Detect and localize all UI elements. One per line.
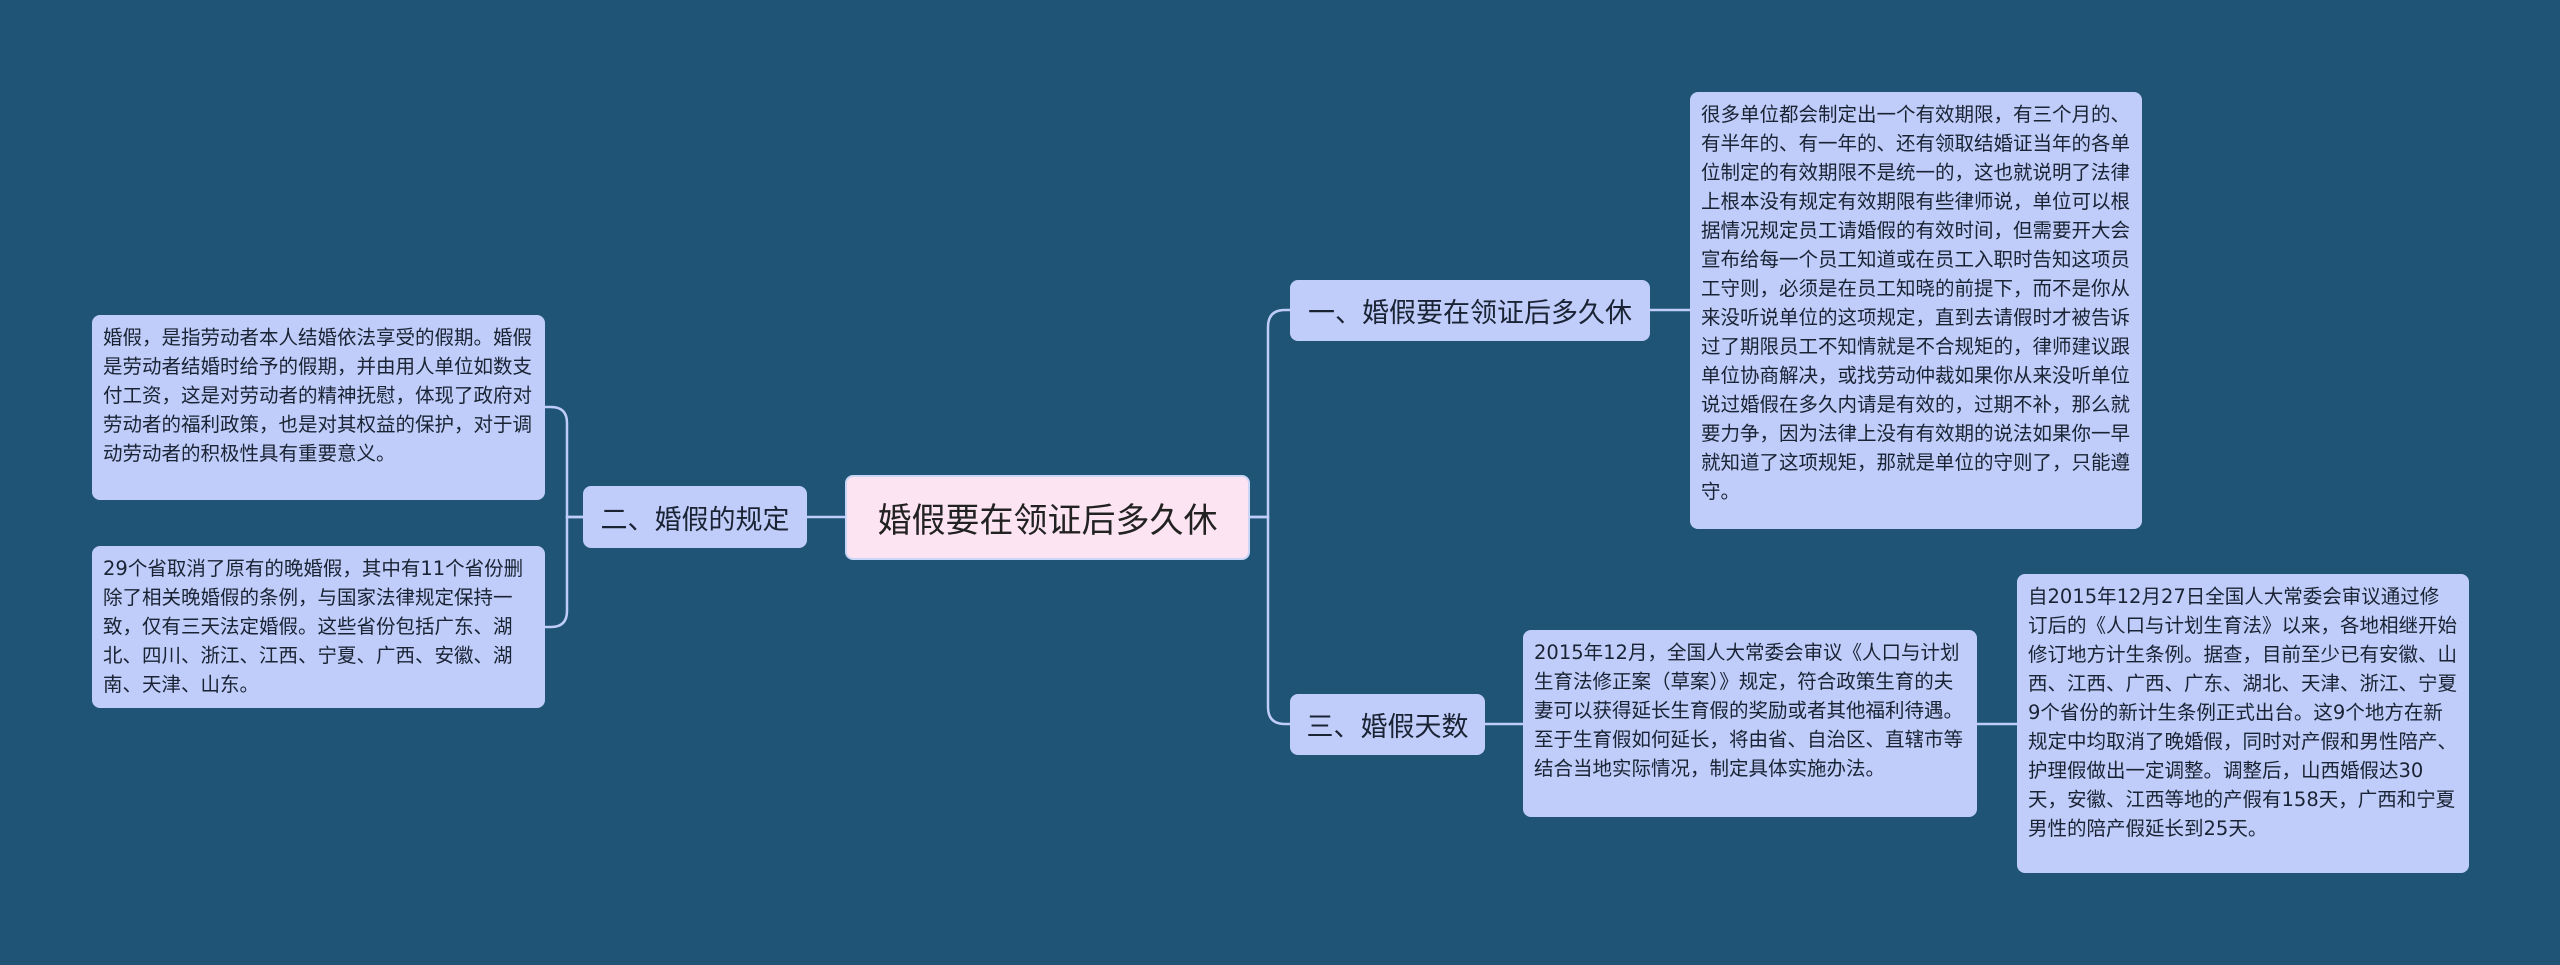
root-node[interactable]: 婚假要在领证后多久休 (845, 475, 1250, 560)
note-branch-2-definition[interactable]: 婚假，是指劳动者本人结婚依法享受的假期。婚假是劳动者结婚时给予的假期，并由用人单… (92, 315, 545, 500)
note-branch-2-provinces[interactable]: 29个省取消了原有的晚婚假，其中有11个省份删除了相关晚婚假的条例，与国家法律规… (92, 546, 545, 708)
branch-node-1[interactable]: 一、婚假要在领证后多久休 (1290, 280, 1650, 341)
note-branch-1[interactable]: 很多单位都会制定出一个有效期限，有三个月的、有半年的、有一年的、还有领取结婚证当… (1690, 92, 2142, 529)
link-b2-note2 (545, 515, 583, 629)
link-root-b1 (1250, 308, 1290, 519)
branch-node-3[interactable]: 三、婚假天数 (1290, 694, 1485, 755)
link-root-b3 (1250, 515, 1290, 726)
note-branch-3[interactable]: 2015年12月，全国人大常委会审议《人口与计划生育法修正案（草案）》规定，符合… (1523, 630, 1977, 817)
link-b2-note1 (545, 405, 583, 519)
branch-node-2[interactable]: 二、婚假的规定 (583, 486, 807, 548)
subnote-branch-3[interactable]: 自2015年12月27日全国人大常委会审议通过修订后的《人口与计划生育法》以来，… (2017, 574, 2469, 873)
